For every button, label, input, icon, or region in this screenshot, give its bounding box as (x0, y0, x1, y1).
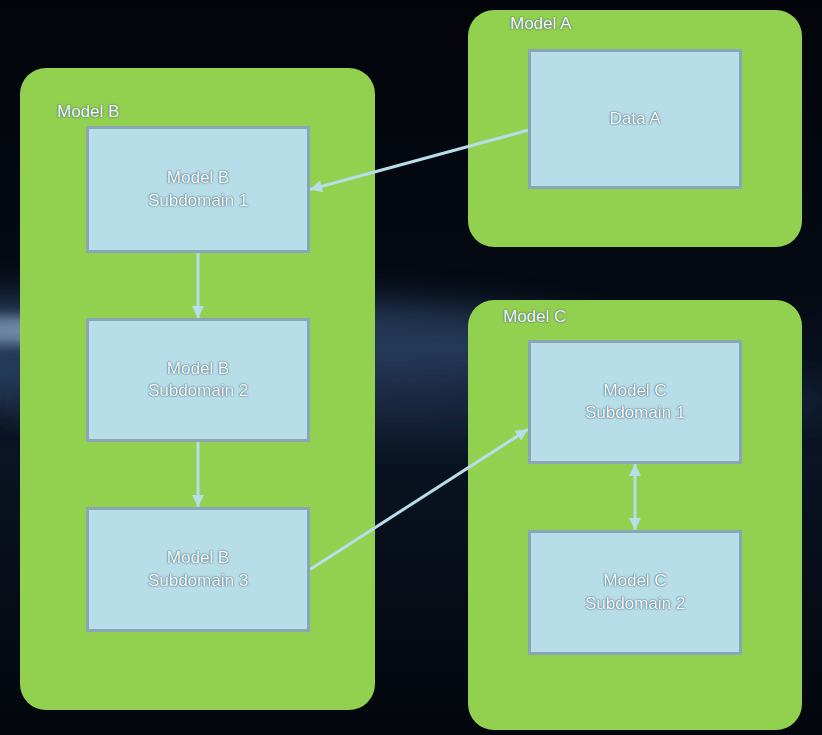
model-container: Model C Model C Subdomain 1 Model C Subdom… (468, 300, 802, 730)
model-label: Model C (503, 306, 566, 328)
model-label: Model A (510, 13, 571, 35)
subdomain-box: Model B Subdomain 1 (86, 126, 310, 253)
model-container: Model B Model B Subdomain 1 Model B Subdom… (20, 68, 375, 710)
box-label: Model C Subdomain 1 (573, 380, 697, 424)
subdomain-box: Model C Subdomain 1 (528, 340, 742, 464)
subdomain-box: Data A (528, 49, 742, 189)
box-label: Model C Subdomain 2 (573, 570, 697, 614)
model-label: Model B (57, 101, 119, 123)
box-label: Model B Subdomain 3 (136, 547, 260, 591)
box-label: Model B Subdomain 2 (136, 358, 260, 402)
model-container: Model A Data A (468, 10, 802, 247)
box-label: Data A (609, 108, 660, 130)
box-label: Model B Subdomain 1 (136, 167, 260, 211)
subdomain-box: Model C Subdomain 2 (528, 530, 742, 655)
subdomain-box: Model B Subdomain 2 (86, 318, 310, 442)
subdomain-box: Model B Subdomain 3 (86, 507, 310, 632)
